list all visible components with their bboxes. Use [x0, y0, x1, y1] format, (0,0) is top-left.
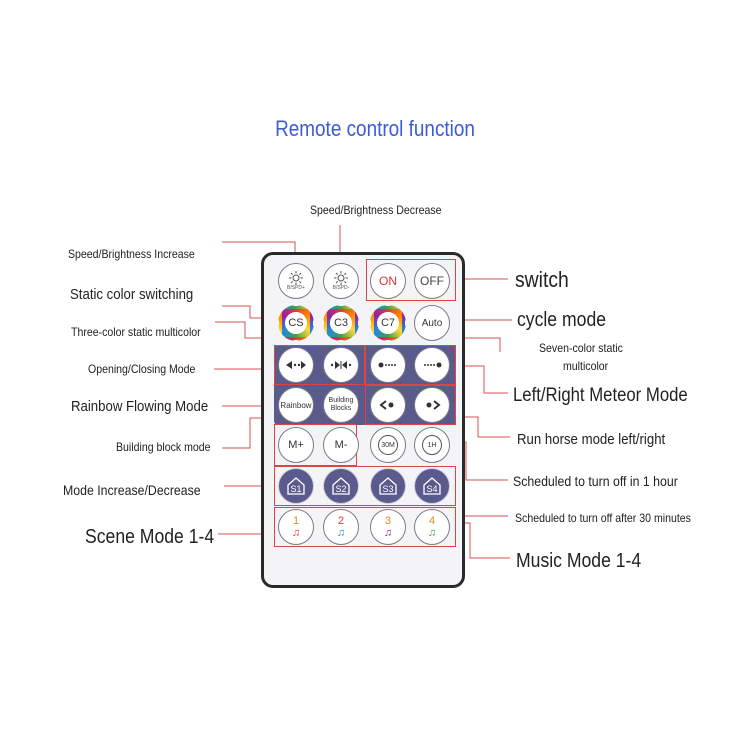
label-music-mode: Music Mode 1-4 [516, 550, 642, 572]
music-1-button[interactable]: 1 ♫ [278, 509, 314, 545]
run-horse-highlight [365, 385, 456, 425]
auto-label: Auto [421, 317, 443, 329]
cs-label: CS [288, 317, 304, 329]
s4-label: S4 [426, 484, 438, 494]
t30-label: 30M [378, 435, 398, 455]
t1h-label: 1H [422, 435, 442, 455]
house-icon [332, 477, 350, 495]
scene-2-button[interactable]: S2 [323, 468, 359, 504]
meteor-right-icon [424, 362, 442, 368]
arrows-in-icon [330, 361, 352, 369]
sun-icon [289, 271, 303, 285]
m-minus-label: M- [334, 439, 348, 451]
chevron-left-icon [379, 400, 394, 410]
scene-1-button[interactable]: S1 [278, 468, 314, 504]
s2-label: S2 [335, 484, 347, 494]
label-meteor: Left/Right Meteor Mode [513, 385, 688, 406]
music-3-button[interactable]: 3 ♫ [370, 509, 406, 545]
label-building-block: Building block mode [116, 440, 211, 454]
on-label: ON [379, 274, 397, 288]
remote-control: B/SPD+ B/SPD- ON OFF CS C3 C7 Auto [261, 252, 465, 588]
rainbow-button[interactable]: Rainbow [278, 387, 314, 423]
music-4-button[interactable]: 4 ♫ [414, 509, 450, 545]
scene-highlight [274, 466, 456, 506]
label-static-color-switching: Static color switching [70, 286, 194, 303]
chevron-right-icon [426, 400, 441, 410]
c7-label: C7 [380, 317, 396, 329]
s3-label: S3 [382, 484, 394, 494]
speed-increase-button[interactable]: B/SPD+ [278, 263, 314, 299]
label-mode-inc-dec: Mode Increase/Decrease [63, 482, 201, 498]
off-button[interactable]: OFF [414, 263, 450, 299]
building-label-1: Building [328, 397, 354, 404]
c7-button[interactable]: C7 [370, 305, 406, 341]
arrows-left-icon [286, 361, 306, 369]
label-cycle-mode: cycle mode [517, 309, 607, 331]
m2-label: 2 [337, 514, 345, 527]
sun-icon [334, 271, 348, 285]
timer-1h-button[interactable]: 1H [414, 427, 450, 463]
run-horse-left-button[interactable] [370, 387, 406, 423]
speed-decrease-button[interactable]: B/SPD- [323, 263, 359, 299]
opening-button[interactable] [278, 347, 314, 383]
label-speed-decrease: Speed/Brightness Decrease [310, 203, 442, 217]
cs-button[interactable]: CS [278, 305, 314, 341]
mode-increase-button[interactable]: M+ [278, 427, 314, 463]
label-run-horse: Run horse mode left/right [517, 431, 666, 448]
auto-button[interactable]: Auto [414, 305, 450, 341]
m-plus-label: M+ [288, 439, 304, 451]
scene-4-button[interactable]: S4 [414, 468, 450, 504]
meteor-left-icon [378, 362, 396, 368]
mode-decrease-button[interactable]: M- [323, 427, 359, 463]
c3-label: C3 [333, 317, 349, 329]
c3-button[interactable]: C3 [323, 305, 359, 341]
house-icon [287, 477, 305, 495]
meteor-right-button[interactable] [414, 347, 450, 383]
house-icon [379, 477, 397, 495]
meteor-highlight [365, 345, 456, 385]
rainbow-label: Rainbow [280, 400, 312, 410]
run-horse-right-button[interactable] [414, 387, 450, 423]
off-label: OFF [420, 274, 444, 288]
closing-button[interactable] [323, 347, 359, 383]
label-seven-color-2: multicolor [563, 359, 609, 373]
house-icon [423, 477, 441, 495]
m4-label: 4 [428, 514, 436, 527]
music-highlight [274, 507, 456, 547]
label-off-30m: Scheduled to turn off after 30 minutes [515, 511, 691, 525]
label-switch: switch [515, 267, 569, 292]
building-blocks-button[interactable]: Building Blocks [323, 387, 359, 423]
m1-label: 1 [292, 514, 300, 527]
page-title: Remote control function [275, 116, 475, 141]
label-opening-closing: Opening/Closing Mode [88, 362, 196, 376]
music-2-button[interactable]: 2 ♫ [323, 509, 359, 545]
spd-plus-label: B/SPD+ [287, 285, 305, 291]
label-seven-color-1: Seven-color static [539, 341, 623, 355]
building-label-2: Blocks [330, 405, 352, 412]
label-scene-mode: Scene Mode 1-4 [85, 526, 215, 548]
label-three-color: Three-color static multicolor [71, 325, 201, 339]
m3-label: 3 [384, 514, 392, 527]
label-rainbow-flowing: Rainbow Flowing Mode [71, 398, 209, 415]
switch-highlight [366, 259, 456, 301]
s1-label: S1 [290, 484, 302, 494]
meteor-left-button[interactable] [370, 347, 406, 383]
label-off-1h: Scheduled to turn off in 1 hour [513, 473, 678, 489]
scene-3-button[interactable]: S3 [370, 468, 406, 504]
music-note-icon: ♫ [383, 526, 393, 539]
on-button[interactable]: ON [370, 263, 406, 299]
music-note-icon: ♫ [291, 526, 301, 539]
spd-minus-label: B/SPD- [332, 285, 350, 291]
music-note-icon: ♫ [336, 526, 346, 539]
timer-30m-button[interactable]: 30M [370, 427, 406, 463]
opening-closing-highlight [274, 345, 365, 385]
label-speed-increase: Speed/Brightness Increase [68, 247, 195, 261]
music-note-icon: ♫ [427, 526, 437, 539]
